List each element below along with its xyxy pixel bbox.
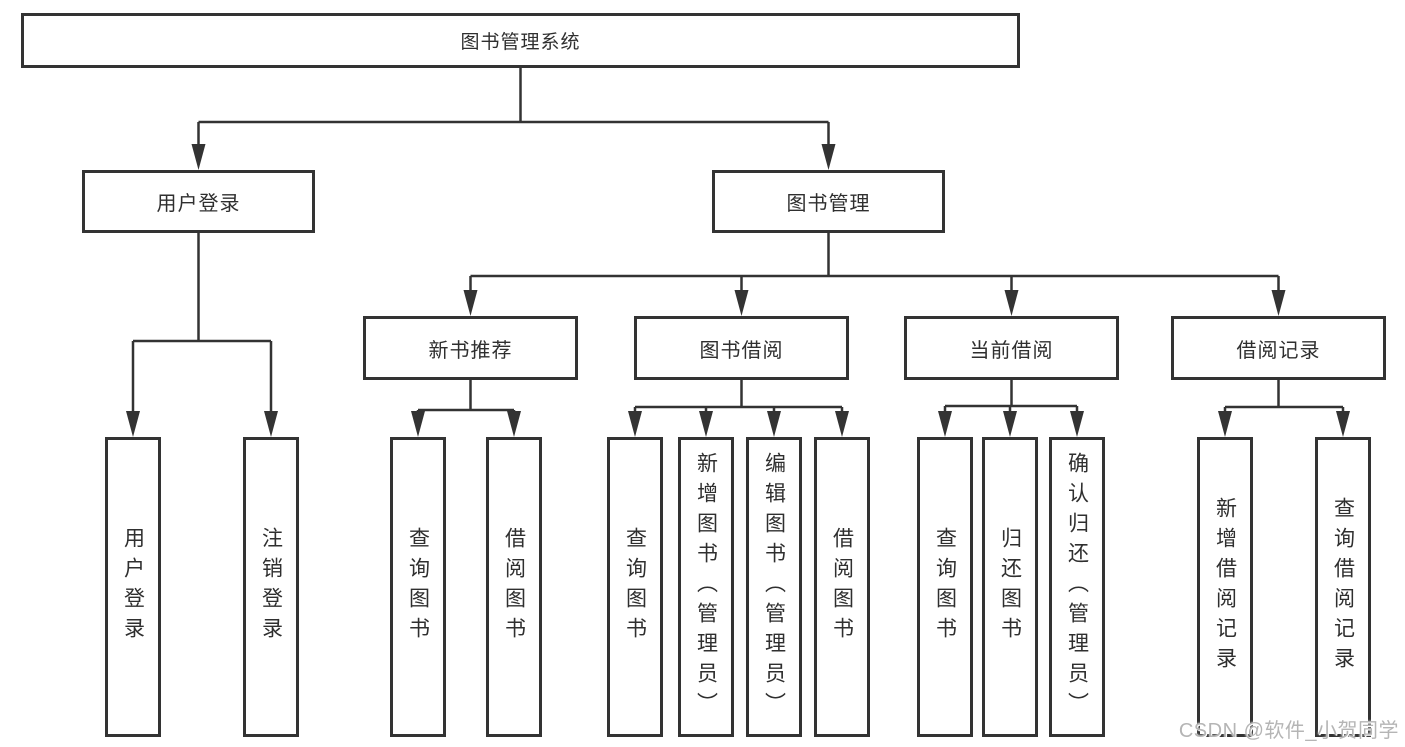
leaf-borrow-book-recommend: 借阅图书 bbox=[486, 437, 542, 737]
leaf-add-book-admin: 新增图书（管理员） bbox=[678, 437, 734, 737]
node-book-borrow: 图书借阅 bbox=[634, 316, 849, 380]
leaf-query-book-recommend: 查询图书 bbox=[390, 437, 446, 737]
leaf-query-book-current: 查询图书 bbox=[917, 437, 973, 737]
leaf-query-borrow-record: 查询借阅记录 bbox=[1315, 437, 1371, 737]
leaf-logout-login: 注销登录 bbox=[243, 437, 299, 737]
node-book-borrow-label: 图书借阅 bbox=[699, 339, 784, 362]
node-book-management: 图书管理 bbox=[712, 170, 945, 233]
node-root-system: 图书管理系统 bbox=[21, 13, 1020, 68]
leaf-edit-book-admin: 编辑图书（管理员） bbox=[746, 437, 802, 737]
leaf-return-book: 归还图书 bbox=[982, 437, 1038, 737]
connector-paths bbox=[131, 68, 1345, 417]
leaf-query-book-current-label: 查询图书 bbox=[933, 527, 957, 647]
node-borrow-records: 借阅记录 bbox=[1171, 316, 1386, 380]
node-user-login-label: 用户登录 bbox=[156, 193, 241, 215]
node-borrow-records-label: 借阅记录 bbox=[1236, 339, 1321, 362]
node-new-book-recommend-label: 新书推荐 bbox=[428, 339, 513, 362]
leaf-edit-book-admin-label: 编辑图书（管理员） bbox=[762, 452, 786, 722]
leaf-query-borrow-record-label: 查询借阅记录 bbox=[1331, 497, 1355, 677]
watermark: CSDN @软件_小贺同学 bbox=[1178, 720, 1399, 742]
leaf-add-borrow-record: 新增借阅记录 bbox=[1197, 437, 1253, 737]
leaf-user-login-label: 用户登录 bbox=[121, 527, 145, 647]
leaf-logout-login-label: 注销登录 bbox=[259, 527, 283, 647]
leaf-borrow-book-recommend-label: 借阅图书 bbox=[502, 527, 526, 647]
node-current-borrow-label: 当前借阅 bbox=[969, 339, 1054, 362]
node-book-management-label: 图书管理 bbox=[786, 193, 871, 215]
leaf-add-book-admin-label: 新增图书（管理员） bbox=[694, 452, 718, 722]
leaf-confirm-return-admin: 确认归还（管理员） bbox=[1049, 437, 1105, 737]
leaf-query-book-borrow-label: 查询图书 bbox=[623, 527, 647, 647]
leaf-confirm-return-admin-label: 确认归还（管理员） bbox=[1065, 452, 1089, 722]
leaf-add-borrow-record-label: 新增借阅记录 bbox=[1213, 497, 1237, 677]
arrowheads bbox=[126, 144, 1350, 437]
leaf-borrow-book-label: 借阅图书 bbox=[830, 527, 854, 647]
leaf-borrow-book: 借阅图书 bbox=[814, 437, 870, 737]
node-current-borrow: 当前借阅 bbox=[904, 316, 1119, 380]
node-root-label: 图书管理系统 bbox=[460, 32, 581, 53]
node-user-login: 用户登录 bbox=[82, 170, 315, 233]
leaf-query-book-borrow: 查询图书 bbox=[607, 437, 663, 737]
leaf-user-login: 用户登录 bbox=[105, 437, 161, 737]
leaf-return-book-label: 归还图书 bbox=[998, 527, 1022, 647]
node-new-book-recommend: 新书推荐 bbox=[363, 316, 578, 380]
leaf-query-book-recommend-label: 查询图书 bbox=[406, 527, 430, 647]
